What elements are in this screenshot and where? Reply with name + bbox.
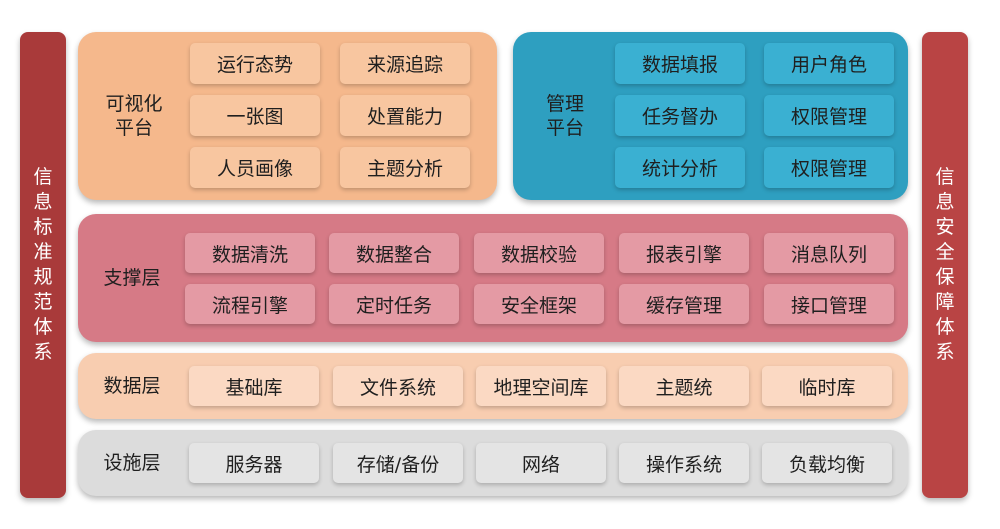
data-layer-title: 数据层: [103, 375, 161, 397]
management-platform-panel: 管理 平台 数据填报 用户角色 任务督办 权限管理 统计分析 权限管理: [513, 32, 908, 200]
visualization-platform-panel: 可视化 平台 运行态势 来源追踪 一张图 处置能力 人员画像 主题分析: [78, 32, 497, 200]
data-item-geospatial-library: 地理空间库: [476, 366, 606, 406]
mgmt-item-user-roles: 用户角色: [764, 43, 894, 84]
mgmt-item-data-entry: 数据填报: [615, 43, 745, 84]
viz-item-topic-analysis: 主题分析: [340, 147, 470, 188]
mgmt-item-permission-management: 权限管理: [764, 95, 894, 136]
support-item-message-queue: 消息队列: [764, 233, 894, 273]
viz-item-one-map: 一张图: [190, 95, 320, 136]
mgmt-item-permission-management-2: 权限管理: [764, 147, 894, 188]
infra-item-server: 服务器: [189, 443, 319, 483]
support-item-scheduled-tasks: 定时任务: [329, 284, 459, 324]
mgmt-item-statistics-analysis: 统计分析: [615, 147, 745, 188]
visualization-platform-title: 可视化 平台: [105, 93, 163, 139]
support-layer-title: 支撑层: [103, 267, 161, 289]
support-item-workflow-engine: 流程引擎: [185, 284, 315, 324]
viz-item-handling-capability: 处置能力: [340, 95, 470, 136]
infra-item-network: 网络: [476, 443, 606, 483]
management-platform-title: 管理 平台: [545, 93, 584, 139]
security-system-bar: 信息安全保障体系: [922, 32, 968, 498]
support-item-data-integration: 数据整合: [329, 233, 459, 273]
mgmt-item-task-supervision: 任务督办: [615, 95, 745, 136]
infrastructure-layer-panel: 设施层 服务器 存储/备份 网络 操作系统 负载均衡: [78, 430, 908, 496]
viz-item-source-tracking: 来源追踪: [340, 43, 470, 84]
infra-item-storage-backup: 存储/备份: [333, 443, 463, 483]
infrastructure-layer-title: 设施层: [103, 452, 161, 474]
standards-system-label: 信息标准规范体系: [33, 166, 53, 363]
data-item-file-system: 文件系统: [333, 366, 463, 406]
support-item-data-cleaning: 数据清洗: [185, 233, 315, 273]
data-layer-panel: 数据层 基础库 文件系统 地理空间库 主题统 临时库: [78, 353, 908, 419]
security-system-label: 信息安全保障体系: [935, 166, 955, 363]
support-item-cache-management: 缓存管理: [619, 284, 749, 324]
support-item-report-engine: 报表引擎: [619, 233, 749, 273]
viz-item-operation-status: 运行态势: [190, 43, 320, 84]
viz-item-personnel-profile: 人员画像: [190, 147, 320, 188]
data-item-topic-stats: 主题统: [619, 366, 749, 406]
data-item-base-library: 基础库: [189, 366, 319, 406]
standards-system-bar: 信息标准规范体系: [20, 32, 66, 498]
support-item-security-framework: 安全框架: [474, 284, 604, 324]
support-layer-panel: 支撑层 数据清洗 数据整合 数据校验 报表引擎 消息队列 流程引擎 定时任务 安…: [78, 214, 908, 342]
support-item-interface-management: 接口管理: [764, 284, 894, 324]
infra-item-load-balancing: 负载均衡: [762, 443, 892, 483]
infra-item-operating-system: 操作系统: [619, 443, 749, 483]
data-item-temp-library: 临时库: [762, 366, 892, 406]
support-item-data-validation: 数据校验: [474, 233, 604, 273]
